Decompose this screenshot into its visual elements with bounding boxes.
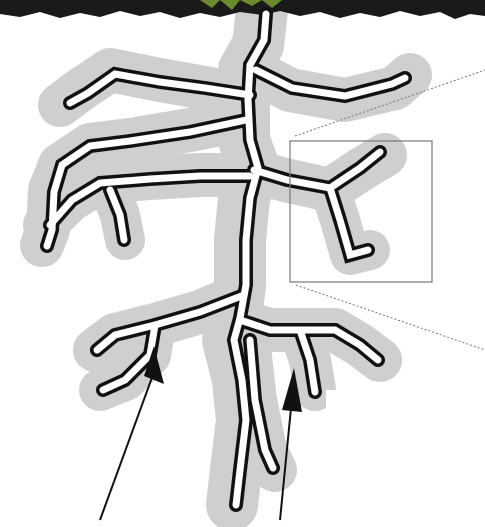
occluding-panel — [326, 390, 485, 527]
